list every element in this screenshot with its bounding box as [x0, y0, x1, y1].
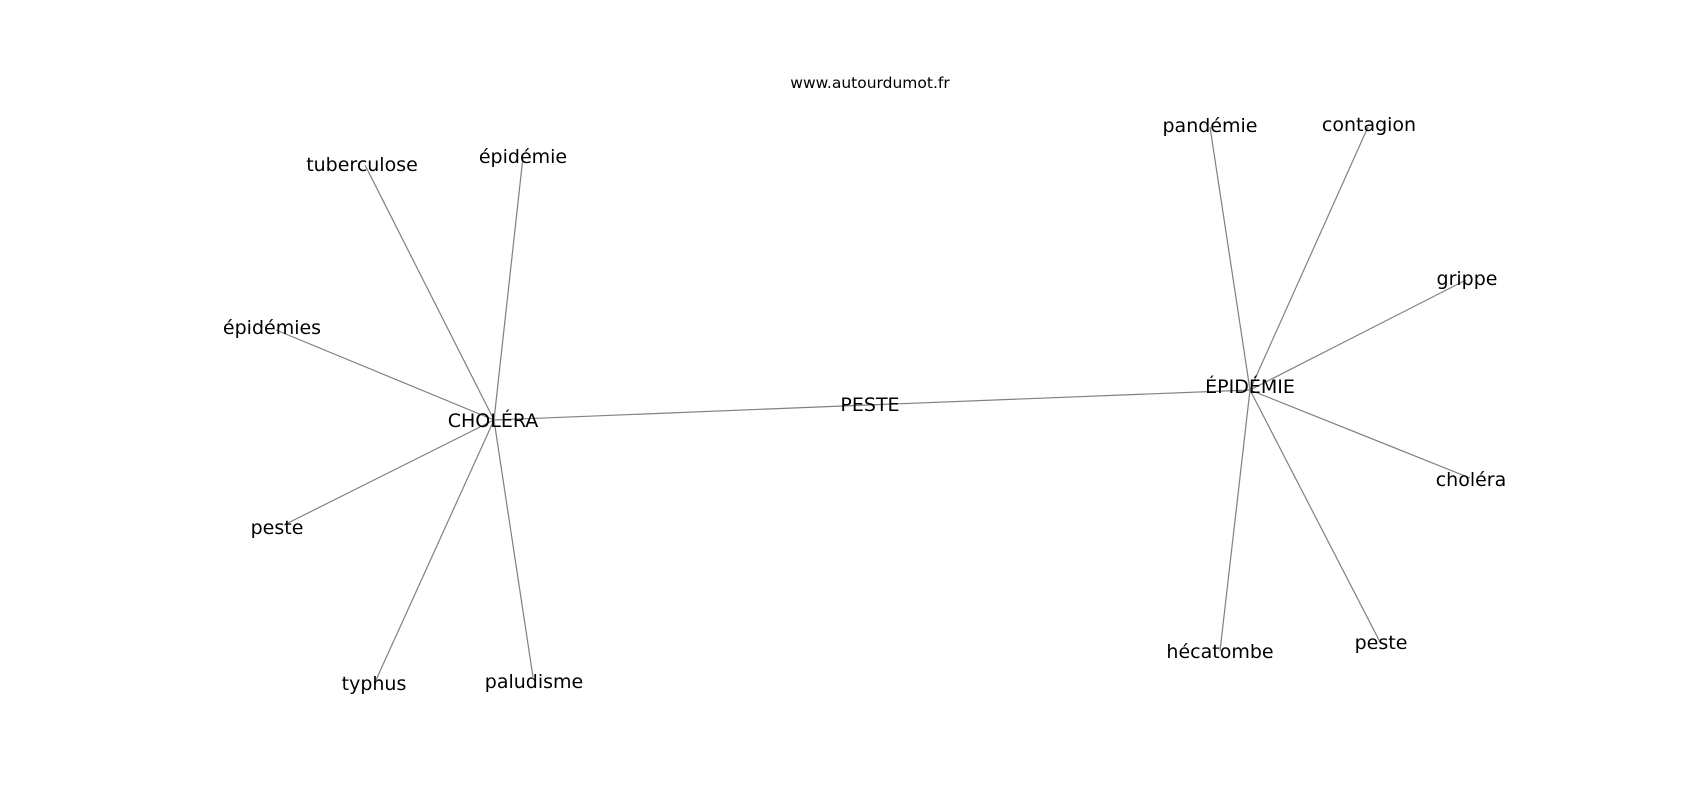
- edge-epidemie-grippe: [1249, 279, 1467, 391]
- edge-peste-cholera: [493, 404, 869, 421]
- node-cholera-right: choléra: [1436, 469, 1507, 491]
- node-center: PESTE: [840, 394, 899, 416]
- edge-cholera-peste: [283, 419, 495, 526]
- edge-cholera-epidemies: [275, 329, 495, 421]
- node-typhus: typhus: [342, 673, 407, 695]
- node-epidemie: épidémie: [479, 146, 567, 168]
- site-watermark: www.autourdumot.fr: [790, 74, 950, 92]
- node-tuberculose: tuberculose: [306, 154, 418, 176]
- node-pandemie: pandémie: [1163, 115, 1258, 137]
- node-paludisme: paludisme: [485, 671, 583, 693]
- node-epidemies: épidémies: [223, 317, 321, 339]
- edge-epidemie-peste: [1249, 389, 1381, 643]
- graph-labels: www.autourdumot.fr PESTE CHOLÉRA tubercu…: [223, 74, 1506, 695]
- edge-epidemie-pandemie: [1209, 126, 1251, 391]
- node-hub-epidemie: ÉPIDÉMIE: [1205, 375, 1295, 398]
- node-hecatombe: hécatombe: [1166, 641, 1273, 663]
- edge-cholera-typhus: [375, 419, 495, 681]
- edge-cholera-tuberculose: [364, 164, 495, 421]
- node-peste-left: peste: [251, 517, 304, 539]
- edge-epidemie-cholera: [1249, 389, 1471, 479]
- node-contagion: contagion: [1322, 114, 1416, 136]
- edge-peste-epidemie: [867, 389, 1251, 406]
- edge-cholera-epidemie: [493, 156, 524, 421]
- edge-cholera-paludisme: [493, 419, 534, 678]
- edge-epidemie-hecatombe: [1219, 389, 1251, 652]
- node-hub-cholera: CHOLÉRA: [448, 409, 539, 432]
- node-peste-right: peste: [1355, 632, 1408, 654]
- edge-epidemie-contagion: [1249, 126, 1369, 391]
- graph-edges: [275, 126, 1471, 681]
- node-grippe: grippe: [1437, 268, 1498, 290]
